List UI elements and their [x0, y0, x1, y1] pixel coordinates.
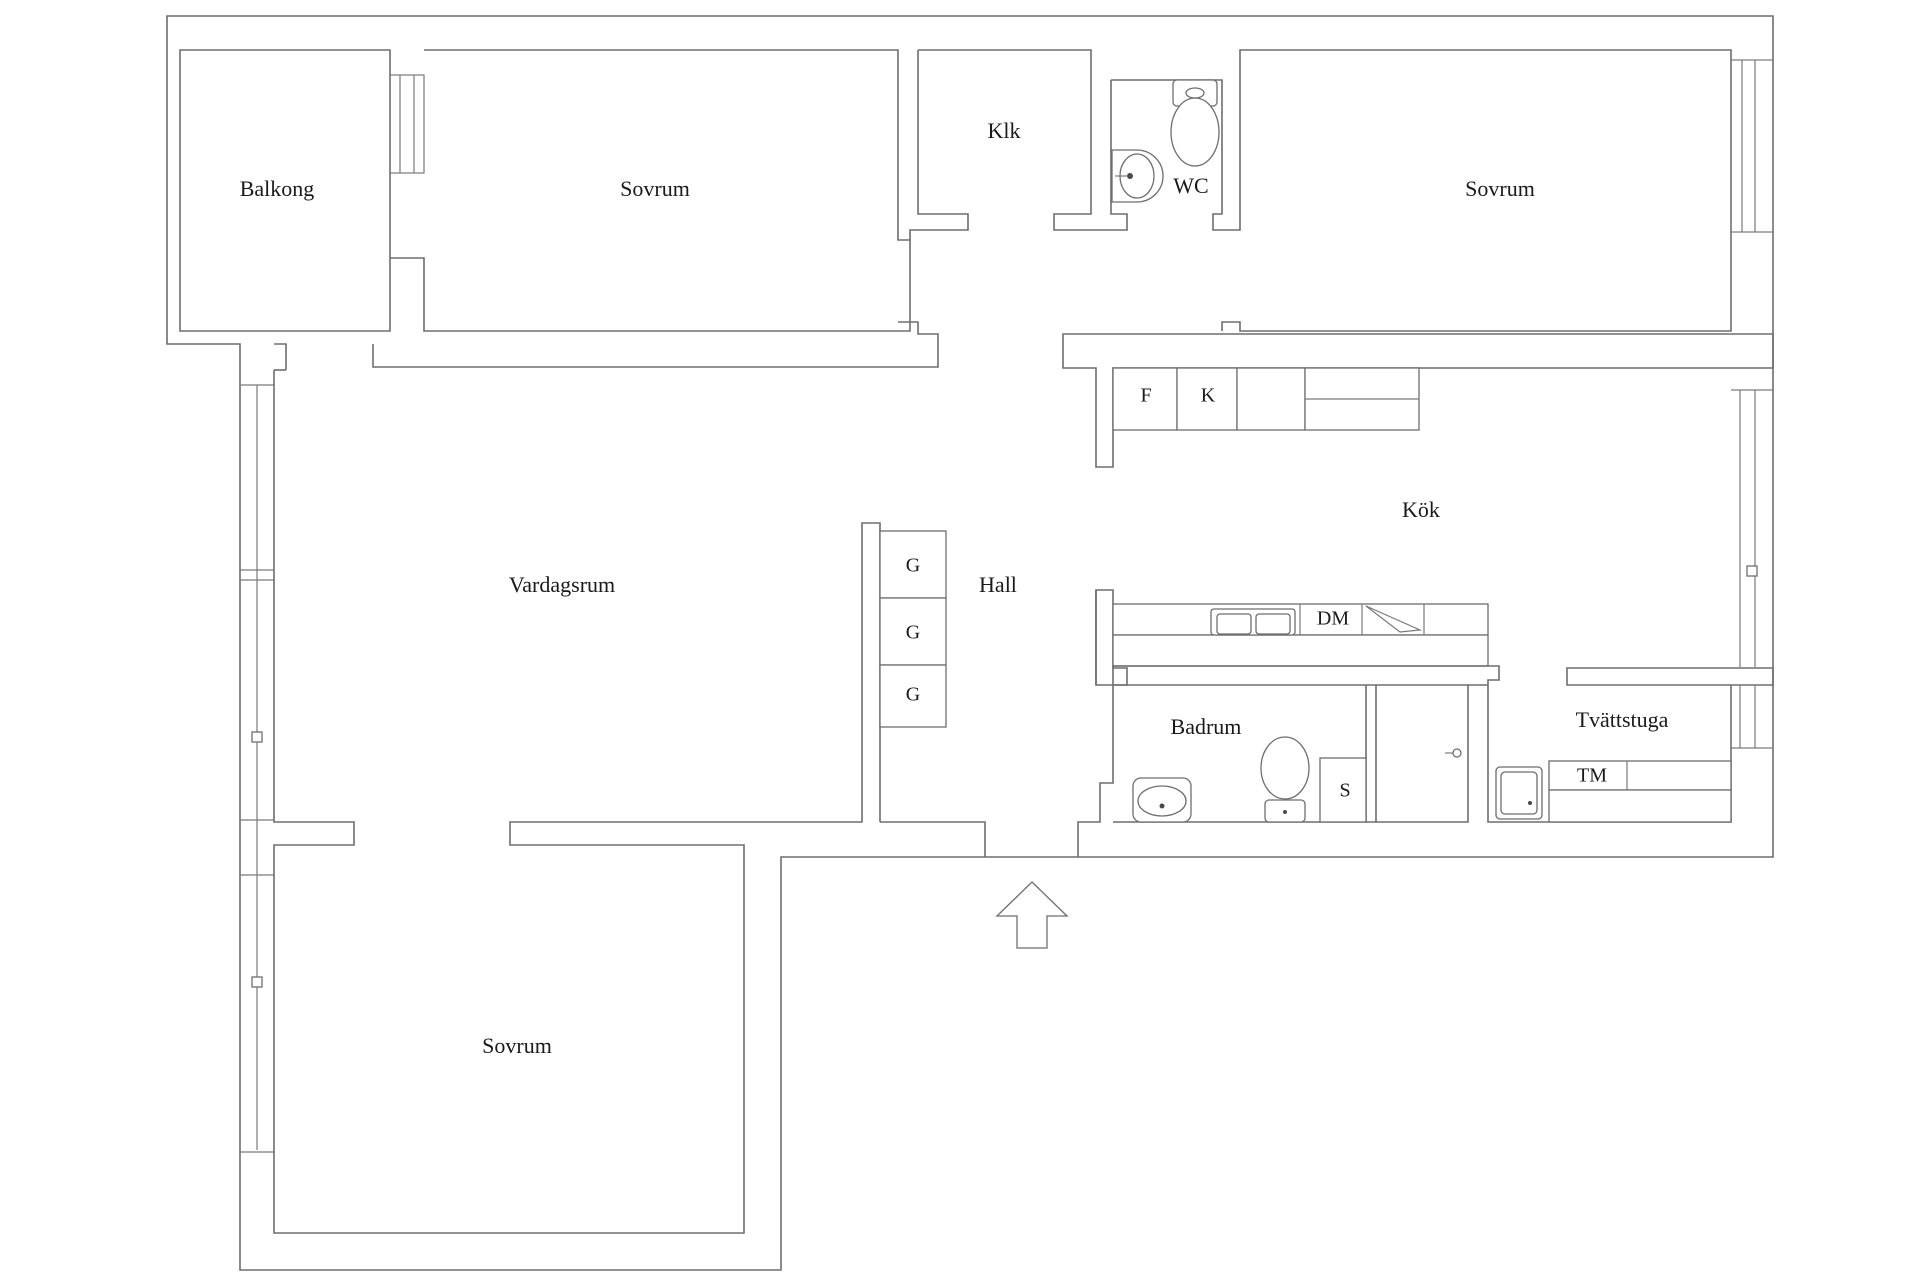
fixture-label-wardrobe-1: G	[906, 555, 920, 577]
room-label-sovrum-bottom: Sovrum	[482, 1033, 552, 1058]
sovrum-top-right-window	[1730, 59, 1774, 233]
kitchen-top-wall	[1062, 333, 1774, 468]
kitchen-counter	[1112, 603, 1489, 667]
fixture-label-wardrobe-2: G	[906, 622, 920, 644]
fixture-label-cabinet-s: S	[1339, 780, 1350, 802]
badrum-fixtures	[1132, 736, 1462, 823]
room-label-kok: Kök	[1402, 497, 1440, 522]
fixture-label-washing-machine: TM	[1577, 765, 1607, 787]
outer-wall	[166, 15, 1774, 1271]
room-label-sovrum-top-left: Sovrum	[620, 176, 690, 201]
room-label-sovrum-top-right: Sovrum	[1465, 176, 1535, 201]
room-label-hall: Hall	[979, 572, 1017, 597]
klk-outline	[918, 49, 1092, 231]
kitchen-right-window	[1731, 389, 1773, 667]
room-label-balkong: Balkong	[240, 176, 315, 201]
fixture-label-wardrobe-3: G	[906, 684, 920, 706]
room-label-wc: WC	[1173, 173, 1208, 198]
room-label-klk: Klk	[988, 118, 1021, 143]
tvattstuga-fixtures	[1495, 760, 1732, 823]
vardagsrum-walls	[273, 343, 881, 1234]
wc-outline	[1111, 49, 1732, 332]
left-windows	[240, 384, 274, 1153]
fixture-label-freezer: K	[1201, 385, 1216, 407]
sovrum-top-left-outline	[390, 49, 911, 332]
wardrobes	[879, 530, 947, 728]
wc-fixtures	[1111, 79, 1220, 203]
tvattstuga-top-wall	[1566, 667, 1774, 686]
balkong-window	[389, 74, 425, 174]
wall-below-sovrum-left	[372, 321, 939, 368]
kitchen-counter-wall	[1095, 590, 1500, 686]
klk-left-wall	[909, 50, 969, 240]
fixture-label-fridge: F	[1140, 385, 1151, 407]
kitchen-upper-fixtures	[1112, 367, 1420, 431]
wc-left-wall	[1091, 80, 1128, 231]
tvattstuga-window	[1731, 685, 1773, 749]
room-label-badrum: Badrum	[1171, 714, 1242, 739]
room-label-vardagsrum: Vardagsrum	[509, 572, 615, 597]
room-label-tvattstuga: Tvättstuga	[1576, 707, 1669, 732]
fixture-label-dishwasher: DM	[1317, 608, 1349, 630]
entrance-arrow-icon	[995, 881, 1069, 949]
balkong-outline	[179, 49, 391, 332]
